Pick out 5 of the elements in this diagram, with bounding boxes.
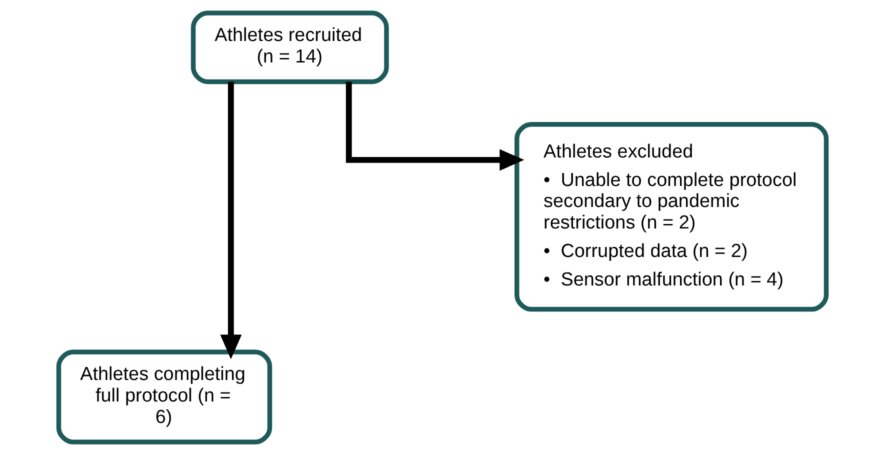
arrow [220, 82, 242, 360]
node-box: Athletes excluded • Unable to complete protocol secondary to pandemic restrictions (n = 2) • Corrupted data (n = 2) • Sensor malfunction (n = 4) [514, 122, 828, 312]
node-box: Athletes recruited (n = 14) [190, 10, 388, 84]
node-box: Athletes completing full protocol (n = 6) [56, 350, 272, 444]
arrow [345, 82, 524, 171]
